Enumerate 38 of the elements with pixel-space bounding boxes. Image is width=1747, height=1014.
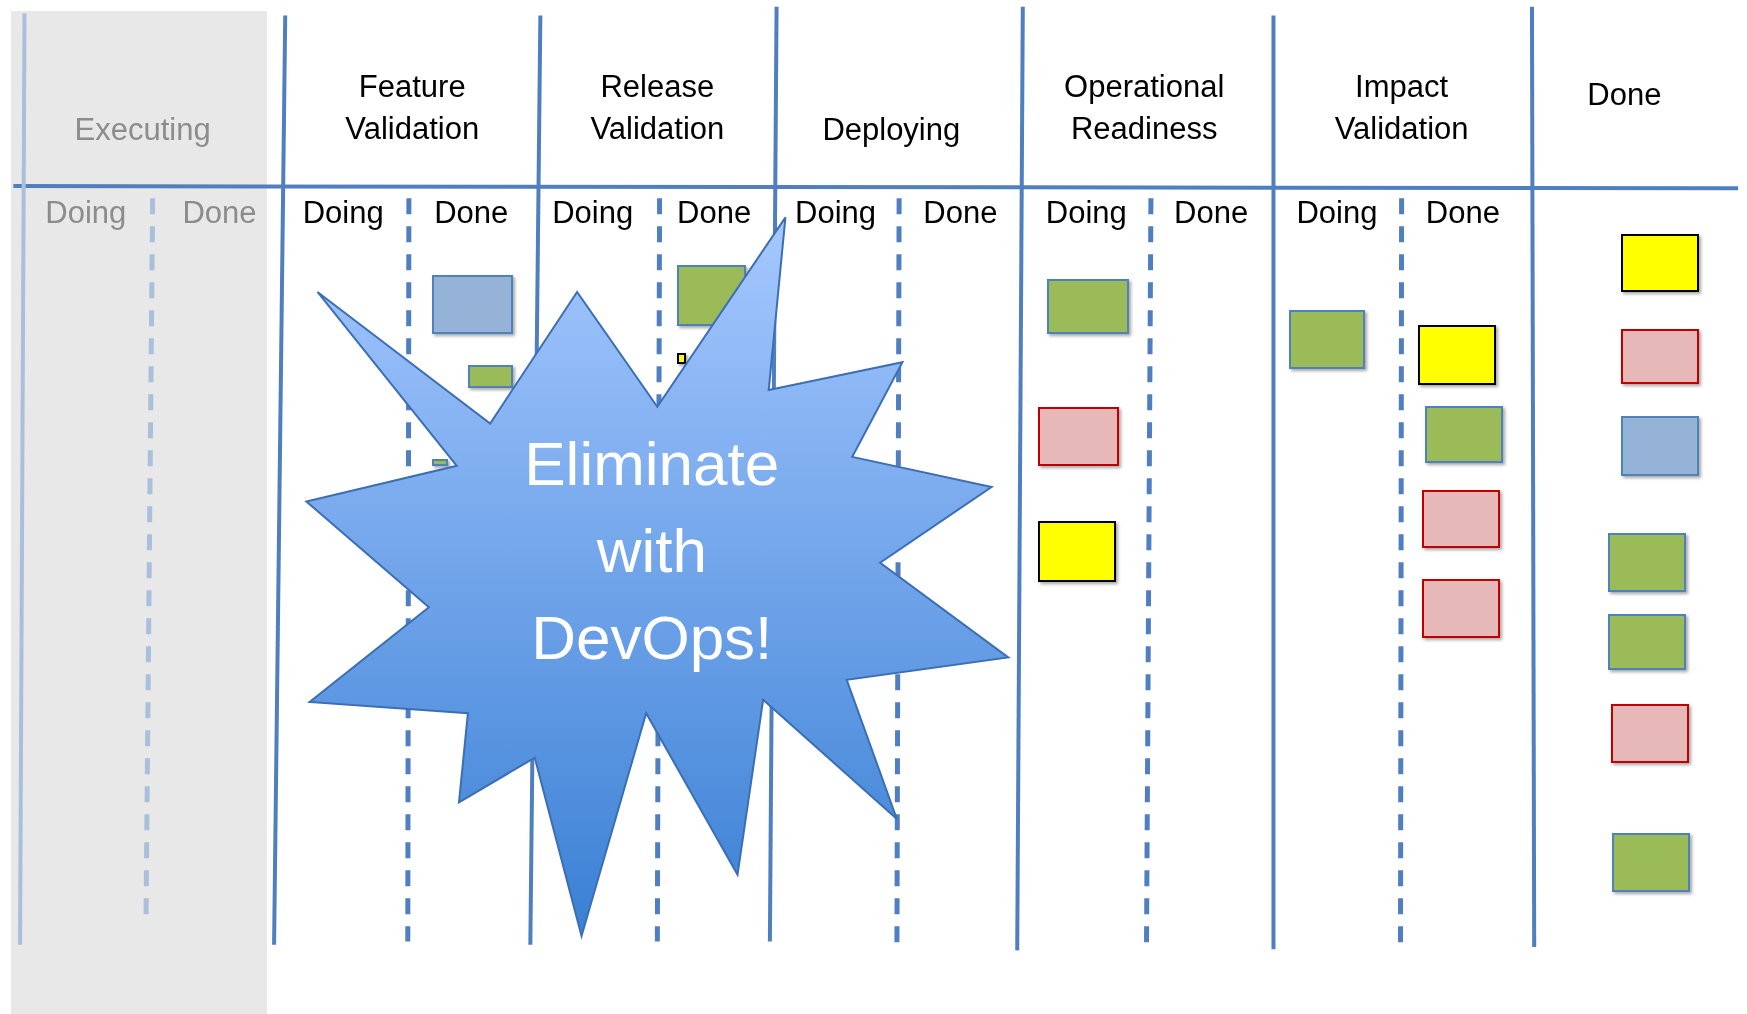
task-card <box>1289 309 1365 369</box>
column-header: Operational Readiness <box>1063 68 1226 148</box>
sub-column-header: Doing <box>794 193 878 232</box>
task-card <box>1038 521 1117 582</box>
column-header: Release Validation <box>589 68 726 148</box>
task-card <box>1621 415 1700 476</box>
task-card <box>467 365 513 388</box>
sub-column-header: Doing <box>1044 193 1128 232</box>
column-header: Feature Validation <box>344 68 481 148</box>
sub-column-header: Done <box>1173 193 1250 232</box>
sub-column-header: Done <box>922 193 999 232</box>
task-card <box>1612 833 1691 893</box>
task-card <box>1607 613 1686 670</box>
task-card <box>1621 233 1700 292</box>
task-card <box>432 275 513 335</box>
sub-column-header: Done <box>433 193 510 232</box>
column-header: Impact Validation <box>1333 68 1470 148</box>
task-card <box>1425 405 1503 464</box>
sub-column-header: Done <box>676 193 753 232</box>
sub-column-header: Doing <box>551 193 635 232</box>
task-card <box>1421 490 1500 549</box>
task-card <box>677 353 687 365</box>
task-card <box>1418 325 1497 386</box>
column-header: Done <box>1586 75 1663 114</box>
sub-column-header: Doing <box>1295 193 1379 232</box>
sub-column-header: Done <box>181 193 258 232</box>
task-card <box>1621 328 1700 385</box>
sub-column-header: Done <box>1424 193 1501 232</box>
task-card <box>1611 704 1690 764</box>
task-card <box>1607 532 1686 592</box>
sub-column-header: Doing <box>44 193 128 232</box>
sub-column-header: Doing <box>301 193 385 232</box>
task-card <box>1047 278 1129 335</box>
task-card <box>1038 406 1119 466</box>
task-card <box>1421 579 1500 639</box>
column-header: Deploying <box>821 111 962 150</box>
column-header: Executing <box>73 111 212 150</box>
callout-text: Eliminate with DevOps! <box>523 428 781 675</box>
